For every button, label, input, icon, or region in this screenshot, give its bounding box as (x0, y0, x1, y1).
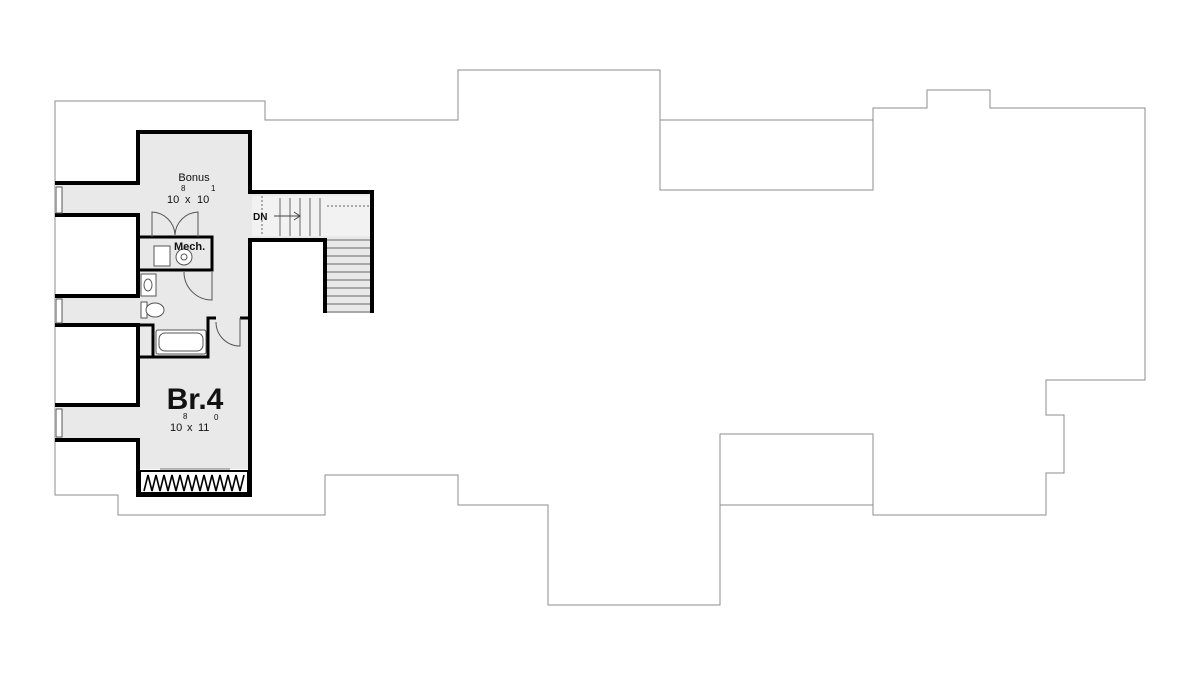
bonus-dim-times: x (185, 194, 191, 206)
bedroom4-room-name: Br.4 (167, 383, 224, 416)
knee-wall-hatch (143, 474, 245, 492)
bonus-dim-b: 10 (197, 194, 209, 206)
bedroom-door (215, 318, 241, 347)
mech-equipment (153, 245, 193, 267)
staircase (252, 196, 370, 313)
bedroom4-dim-b: 11 (198, 422, 209, 434)
mech-room-name: Mech. (174, 241, 205, 253)
interior-walls (138, 235, 250, 359)
bathroom-fixtures (140, 273, 207, 355)
bonus-dim-a: 10 (167, 194, 179, 206)
bonus-dim-b-sup: 1 (211, 184, 216, 193)
exterior-walls (55, 130, 374, 497)
stair-down-label: DN (253, 212, 267, 223)
roof-outline (54, 69, 1146, 606)
bedroom4-dim-a-sup: 8 (183, 412, 188, 421)
bonus-dim-a-sup: 8 (181, 184, 186, 193)
dormer-windows (55, 186, 63, 438)
stair-direction-arrow-icon (274, 211, 301, 221)
bedroom4-dim-a: 10 (170, 422, 182, 434)
bath-door (183, 271, 213, 301)
bonus-room-name: Bonus (178, 172, 210, 184)
bonus-closet-doors (151, 211, 199, 237)
bedroom4-dim-b-sup: 0 (214, 413, 219, 422)
bedroom4-dim-times: x (187, 422, 193, 434)
